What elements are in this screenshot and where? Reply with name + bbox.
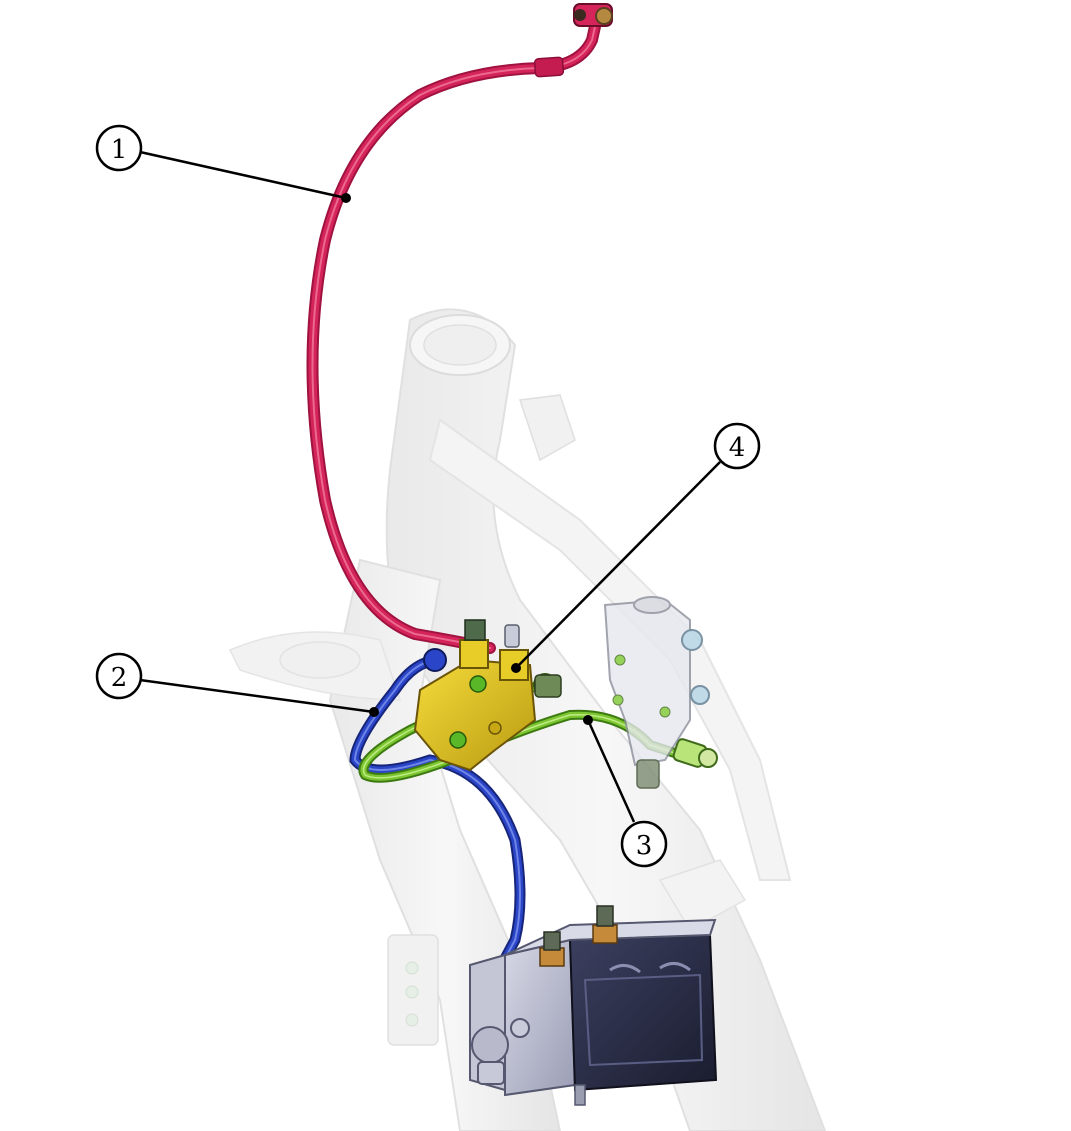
leader-line-4 — [515, 461, 721, 669]
callout-3: 3 — [620, 820, 668, 868]
leader-dots — [341, 193, 593, 725]
callout-2: 2 — [95, 652, 143, 700]
callout-2-label: 2 — [111, 663, 128, 693]
leader-line-1 — [139, 150, 347, 200]
banjo-fitting-top — [573, 3, 613, 27]
leader-line-2 — [139, 678, 375, 714]
master-cylinder — [603, 596, 710, 789]
abs-mounting-bolts — [539, 905, 618, 967]
callout-3-label: 3 — [636, 831, 653, 861]
leader-line-3 — [586, 719, 636, 823]
callout-4-label: 4 — [729, 433, 746, 463]
leader-lines — [139, 150, 721, 823]
abs-unit — [469, 918, 718, 1106]
brake-line-1 — [306, 16, 602, 654]
distribution-block-4 — [413, 619, 562, 772]
callout-1-label: 1 — [111, 135, 128, 165]
callout-4: 4 — [713, 422, 761, 470]
callout-1: 1 — [95, 124, 143, 172]
